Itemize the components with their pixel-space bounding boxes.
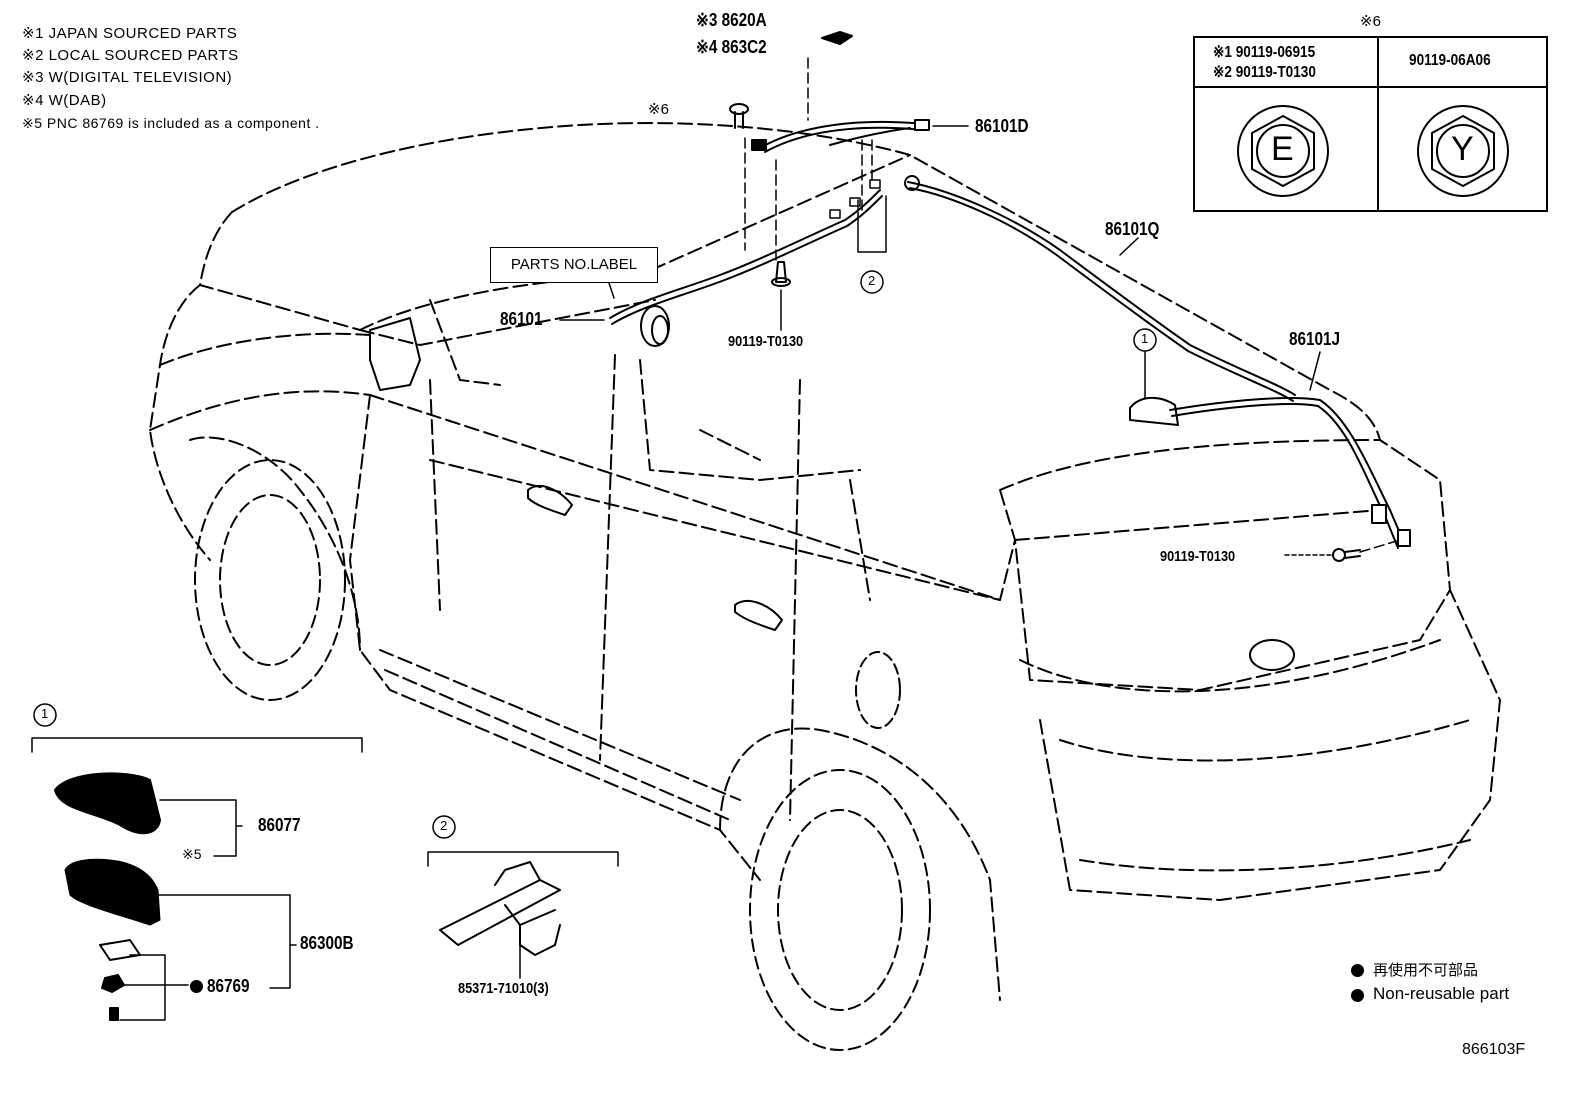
clip-85371 (439, 861, 561, 956)
note-2: ※2 LOCAL SOURCED PARTS (22, 47, 239, 64)
label-86101Q: 86101Q (1105, 219, 1160, 239)
note-5: ※5 PNC 86769 is included as a component … (22, 115, 320, 131)
label-86769: 86769 (207, 976, 250, 996)
note-3: ※3 W(DIGITAL TELEVISION) (22, 69, 233, 86)
detail2-callout-circle (432, 815, 456, 839)
bolt-table-left-header-2: ※2 90119-T0130 (1213, 64, 1316, 81)
label-86101: 86101 (500, 309, 543, 329)
front-door-handle (527, 485, 573, 516)
parts-no-label-box: PARTS NO.LABEL (490, 247, 658, 283)
label-8620A: ※3 8620A (696, 10, 767, 30)
bolt-head-icons (1237, 105, 1509, 197)
label-bolt-center: 90119-T0130 (728, 333, 804, 350)
detail1-callout-circle (33, 703, 57, 727)
harness-86101D (751, 119, 930, 153)
note-4: ※4 W(DAB) (22, 92, 107, 109)
callout-1: 1 (1141, 331, 1149, 346)
label-85371: 85371-71010(3) (458, 980, 549, 997)
callout-2: 2 (868, 273, 876, 288)
detail2-callout: 2 (440, 818, 448, 833)
label-86101J: 86101J (1289, 329, 1341, 349)
harness-86101 (609, 189, 883, 347)
legend-dot-en (1351, 989, 1364, 1002)
label-note6: ※6 (648, 101, 669, 118)
rear-emblem (1249, 639, 1295, 671)
figure-id: 866103F (1462, 1041, 1526, 1058)
roof-clips (829, 179, 881, 219)
side-mirror (369, 317, 421, 391)
legend-jp: 再使用不可部品 (1373, 962, 1479, 979)
fuel-door (855, 651, 901, 729)
harness-86101Q (904, 175, 1296, 402)
antenna-cover-86077 (54, 772, 161, 835)
harness-86101J (1169, 397, 1411, 549)
legend-en: Non-reusable part (1373, 984, 1510, 1003)
bolt-table-left-header-1: ※1 90119-06915 (1213, 44, 1316, 61)
leader-lines (559, 57, 1401, 556)
front-wheel (194, 459, 346, 701)
label-note5: ※5 (182, 846, 202, 862)
gasket-86769 (99, 939, 141, 961)
center-bolt (771, 261, 791, 287)
detail2-bracket (427, 851, 619, 867)
callout-1-circle (1133, 328, 1157, 352)
bolt-table-title: ※6 (1360, 13, 1381, 30)
detail1-leaders (119, 799, 297, 1021)
label-bolt-rear: 90119-T0130 (1160, 548, 1236, 565)
detail1-callout: 1 (41, 706, 49, 721)
top-bolt (729, 103, 749, 129)
connector-8620A (821, 31, 853, 45)
antenna-base-86300B (64, 858, 161, 926)
rear-door-handle (734, 600, 783, 631)
callout-2-circle (860, 270, 884, 294)
note-1: ※1 JAPAN SOURCED PARTS (22, 25, 238, 42)
detail1-bracket (31, 737, 363, 753)
roof-antenna (1129, 396, 1179, 426)
screw-86769 (109, 1007, 119, 1021)
rear-wheel (749, 769, 931, 1051)
bolt-table-right-header: 90119-06A06 (1409, 52, 1491, 69)
label-86101D: 86101D (975, 116, 1029, 136)
bolt-mark-y: Y (1451, 130, 1474, 168)
vehicle-body-outline (149, 122, 1501, 1001)
label-86300B: 86300B (300, 933, 354, 953)
nut-86769 (101, 974, 125, 993)
bolt-mark-e: E (1271, 130, 1294, 168)
label-863C2: ※4 863C2 (696, 37, 767, 57)
legend-dot-jp (1351, 964, 1364, 977)
label-86077: 86077 (258, 815, 301, 835)
non-reusable-dot-86769 (190, 980, 203, 993)
rear-bolt (1332, 548, 1361, 562)
bolt-table: ※1 90119-06915 ※2 90119-T0130 90119-06A0… (1193, 36, 1548, 212)
